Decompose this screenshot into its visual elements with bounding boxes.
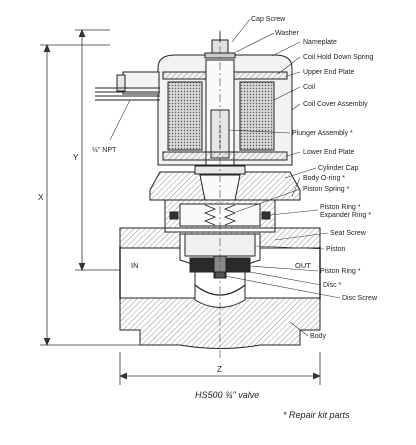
callout-lower-end-plate: Lower End Plate [303,149,354,156]
dimension-z-label: Z [217,365,222,374]
valve-drawing [95,30,321,360]
callout-leaders [224,18,341,337]
npt-label: ½" NPT [92,146,117,154]
callout-cylinder-cap: Cylinder Cap [318,165,359,172]
callout-seat-screw: Seat Screw [330,230,367,237]
callout-washer: Washer [275,30,300,37]
dimension-lines [40,28,322,385]
seat [194,284,246,296]
callout-upper-end-plate: Upper End Plate [303,69,354,76]
dimension-x-label: X [38,193,44,202]
coil-left [167,81,203,151]
callout-coil-hold-down-spring: Coil Hold Down Spring [303,54,374,61]
expander-ring [169,211,179,220]
callout-piston-ring-upper: Piston Ring * [320,204,361,211]
conduit-fitting [122,71,160,95]
callout-body-o-ring: Body O-ring * [303,175,345,182]
piston-spring [203,204,237,226]
callout-nameplate: Nameplate [303,39,337,46]
callout-coil: Coil [303,84,316,91]
callout-coil-cover-assembly: Coil Cover Assembly [303,101,368,108]
callout-disc-screw: Disc Screw [342,295,378,302]
callout-plunger-assembly: Plunger Assembly * [292,130,353,137]
port-outlet-label: OUT [295,261,311,270]
callout-labels: Cap Screw Washer Nameplate Coil Hold Dow… [251,16,378,340]
callout-piston-spring: Piston Spring * [303,186,350,193]
callout-piston: Piston [326,246,346,253]
repair-kit-footnote: * Repair kit parts [283,410,350,420]
callout-disc: Disc * [323,282,342,289]
callout-cap-screw: Cap Screw [251,16,286,23]
lower-end-plate [162,151,288,161]
callout-expander-ring: Expander Ring * [320,212,371,219]
piston-ring [261,211,271,220]
dimension-y-label: Y [73,153,79,162]
diagram-caption: HS500 ¾" valve [195,390,259,400]
callout-piston-ring-lower: Piston Ring * [320,268,361,275]
callout-body: Body [310,333,326,340]
port-inlet-label: IN [131,261,139,270]
coil-right [239,81,275,151]
